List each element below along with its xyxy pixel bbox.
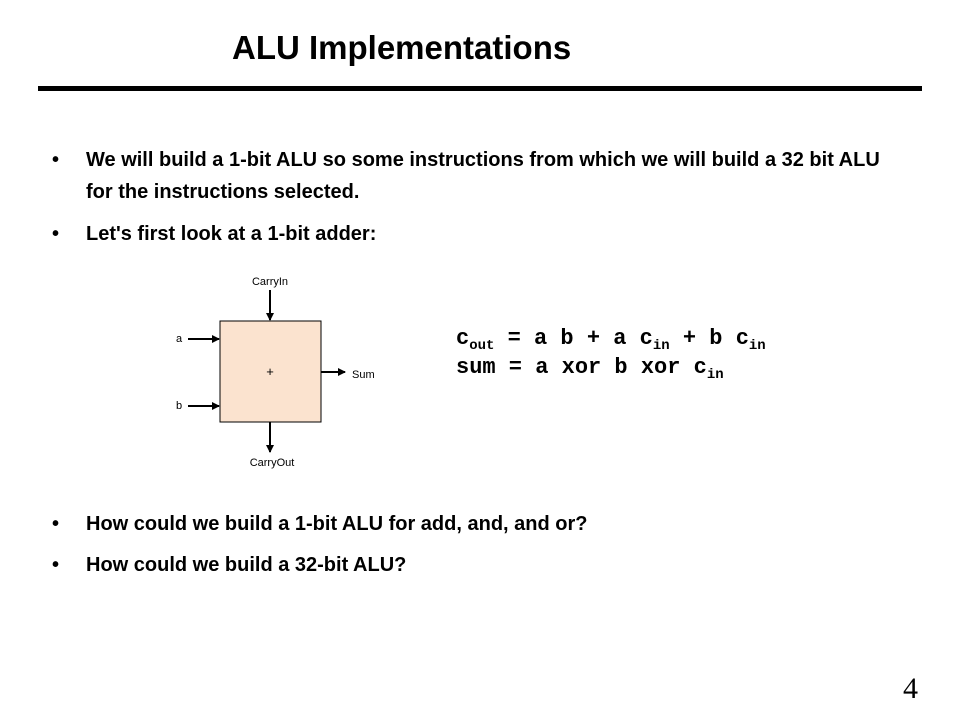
bullet-text: How could we build a 32-bit ALU?: [86, 554, 407, 576]
bullet-item: • Let's first look at a 1-bit adder:: [52, 218, 882, 250]
eq-text: + b: [669, 326, 736, 351]
sum-equation: sum = a xor b xor cin: [456, 354, 724, 382]
bullet-text: How could we build a 1-bit ALU for add, …: [86, 513, 588, 535]
bullet-item: • We will build a 1-bit ALU so some inst…: [52, 144, 882, 208]
eq-subscript: in: [748, 338, 766, 354]
carry-out-label: CarryOut: [250, 457, 295, 469]
eq-subscript: in: [652, 338, 670, 354]
bullet-dot: •: [52, 149, 60, 171]
carry-out-equation: cout = a b + a cin + b cin: [456, 325, 766, 353]
bullet-dot: •: [52, 554, 60, 576]
slide-title: ALU Implementations: [232, 29, 572, 66]
bullet-item: • How could we build a 1-bit ALU for add…: [52, 508, 882, 540]
eq-text: sum = a xor b xor: [456, 355, 694, 380]
sum-label-layer: Sum: [352, 369, 375, 381]
carry-in-label: CarryIn: [252, 276, 288, 288]
bullet-text: We will build a 1-bit ALU so some instru…: [86, 149, 880, 203]
page-number: 4: [903, 672, 918, 705]
eq-text: = a b + a: [494, 326, 640, 351]
eq-subscript: in: [706, 367, 724, 383]
title-underline: [38, 86, 922, 91]
bullet-text: Let's first look at a 1-bit adder:: [86, 223, 377, 245]
eq-var: c: [693, 355, 707, 380]
eq-subscript: out: [469, 338, 495, 354]
input-a-label: a: [176, 333, 183, 345]
eq-var: c: [639, 326, 653, 351]
input-b-label: b: [176, 400, 182, 412]
eq-var: c: [735, 326, 749, 351]
sum-output-label: Sum: [352, 369, 375, 381]
bullet-item: • How could we build a 32-bit ALU?: [52, 549, 882, 581]
eq-var: c: [456, 326, 470, 351]
bullet-dot: •: [52, 223, 60, 245]
adder-operator: +: [266, 364, 274, 379]
bullet-dot: •: [52, 513, 60, 535]
adder-diagram: CarryIn + a b CarryOut: [176, 276, 346, 469]
